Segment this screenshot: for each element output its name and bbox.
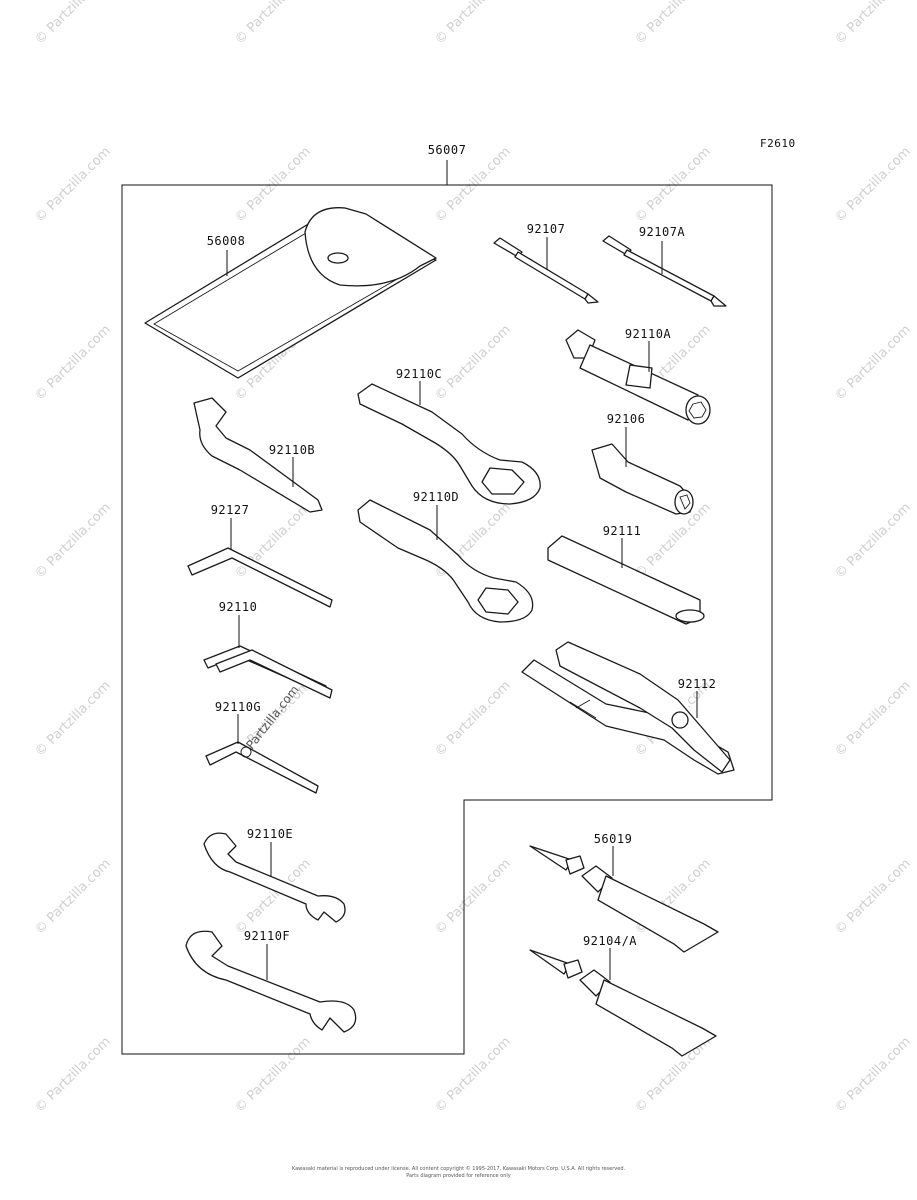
part-92112-pliers[interactable] bbox=[521, 641, 735, 775]
watermark-text: © Partzilla.com bbox=[432, 1034, 514, 1116]
label-92110f[interactable]: 92110F bbox=[244, 929, 290, 943]
watermark-text: © Partzilla.com bbox=[32, 856, 114, 938]
watermark-text: © Partzilla.com bbox=[32, 678, 114, 760]
label-92110e[interactable]: 92110E bbox=[247, 827, 293, 841]
label-56008[interactable]: 56008 bbox=[207, 234, 246, 248]
label-92110b[interactable]: 92110B bbox=[269, 443, 315, 457]
label-92127[interactable]: 92127 bbox=[211, 503, 250, 517]
label-92104a[interactable]: 92104/A bbox=[583, 934, 637, 948]
watermark-text: © Partzilla.com bbox=[832, 0, 914, 48]
watermark-text: © Partzilla.com bbox=[432, 678, 514, 760]
label-92110d[interactable]: 92110D bbox=[413, 490, 459, 504]
watermark-text: © Partzilla.com bbox=[232, 1034, 314, 1116]
watermark-text: © Partzilla.com bbox=[632, 0, 714, 48]
watermark-text: © Partzilla.com bbox=[232, 0, 314, 48]
kit-label[interactable]: 56007 bbox=[428, 143, 467, 157]
part-56019-tube[interactable] bbox=[529, 845, 719, 953]
part-92110a-socket-wrench[interactable] bbox=[565, 329, 711, 425]
watermark-text: © Partzilla.com bbox=[432, 0, 514, 48]
watermark-text: © Partzilla.com bbox=[832, 500, 914, 582]
diagram-code: F2610 bbox=[760, 137, 796, 150]
part-92104a-tube[interactable] bbox=[529, 949, 717, 1057]
watermark-text: © Partzilla.com bbox=[832, 322, 914, 404]
part-92110f-open-end-wrench[interactable] bbox=[185, 930, 357, 1033]
watermark-text: © Partzilla.com bbox=[832, 678, 914, 760]
copyright-footer: Kawasaki material is reproduced under li… bbox=[0, 1166, 917, 1180]
watermark-text: © Partzilla.com bbox=[832, 856, 914, 938]
label-92107[interactable]: 92107 bbox=[527, 222, 566, 236]
label-92112[interactable]: 92112 bbox=[678, 677, 717, 691]
footer-line-1: Kawasaki material is reproduced under li… bbox=[291, 1166, 626, 1172]
label-92107a[interactable]: 92107A bbox=[639, 225, 686, 239]
label-92110a[interactable]: 92110A bbox=[625, 327, 672, 341]
watermark-text: © Partzilla.com bbox=[32, 144, 114, 226]
watermark-text: © Partzilla.com bbox=[32, 1034, 114, 1116]
part-92110c-ring-spanner[interactable] bbox=[357, 383, 541, 505]
label-92110g[interactable]: 92110G bbox=[215, 700, 261, 714]
label-92106[interactable]: 92106 bbox=[607, 412, 646, 426]
part-92107a-screwdriver[interactable] bbox=[602, 235, 727, 307]
watermark-text: © Partzilla.com bbox=[832, 144, 914, 226]
label-56019[interactable]: 56019 bbox=[594, 832, 633, 846]
part-92110-hex-key[interactable] bbox=[203, 645, 333, 699]
part-92106-spark-plug-socket[interactable] bbox=[591, 443, 694, 515]
label-92110c[interactable]: 92110C bbox=[396, 367, 442, 381]
watermark-text: © Partzilla.com bbox=[32, 322, 114, 404]
inline-watermark: Partzilla.com bbox=[243, 683, 301, 752]
watermark-text: © Partzilla.com bbox=[32, 500, 114, 582]
label-92110[interactable]: 92110 bbox=[219, 600, 258, 614]
footer-line-2: Parts diagram provided for reference onl… bbox=[406, 1173, 511, 1179]
part-92111-tommy-bar[interactable] bbox=[547, 535, 705, 625]
part-92110g-hex-key[interactable] bbox=[205, 741, 319, 794]
label-92111[interactable]: 92111 bbox=[603, 524, 642, 538]
part-92110b-hook-wrench[interactable] bbox=[193, 397, 323, 513]
watermark-text: © Partzilla.com bbox=[32, 0, 114, 48]
watermark-layer: © Partzilla.com © Partzilla.com © Partzill… bbox=[32, 0, 914, 1116]
part-56008-pouch[interactable] bbox=[144, 207, 437, 379]
part-92127-hex-key[interactable] bbox=[187, 547, 333, 608]
part-92110e-open-end-wrench[interactable] bbox=[203, 832, 346, 923]
watermark-text: © Partzilla.com bbox=[832, 1034, 914, 1116]
kit-outline bbox=[121, 184, 773, 1055]
part-92107-screwdriver[interactable] bbox=[493, 237, 599, 304]
part-92110d-ring-spanner[interactable] bbox=[357, 499, 534, 623]
watermark-text: © Partzilla.com bbox=[432, 856, 514, 938]
watermark-text: © Partzilla.com bbox=[432, 322, 514, 404]
